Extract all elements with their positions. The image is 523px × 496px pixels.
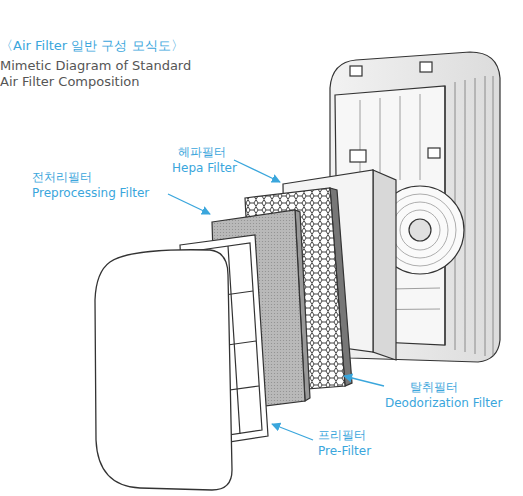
leader-arrows: [168, 160, 384, 440]
front-cover: [95, 250, 232, 490]
part-label: 헤파필터: [178, 145, 226, 160]
part-label: Pre-Filter: [318, 444, 371, 459]
part-label: 프리필터: [318, 428, 366, 443]
part-label: 전처리필터: [32, 170, 92, 185]
part-label: 탈취필터: [410, 380, 458, 395]
part-label: Hepa Filter: [172, 161, 237, 176]
part-label: Deodorization Filter: [385, 396, 502, 411]
subtitle-label: Mimetic Diagram of Standard Air Filter C…: [0, 58, 200, 91]
part-label: Preprocessing Filter: [32, 186, 149, 201]
diagram-title: 〈Air Filter 일반 구성 모식도〉: [0, 38, 184, 54]
